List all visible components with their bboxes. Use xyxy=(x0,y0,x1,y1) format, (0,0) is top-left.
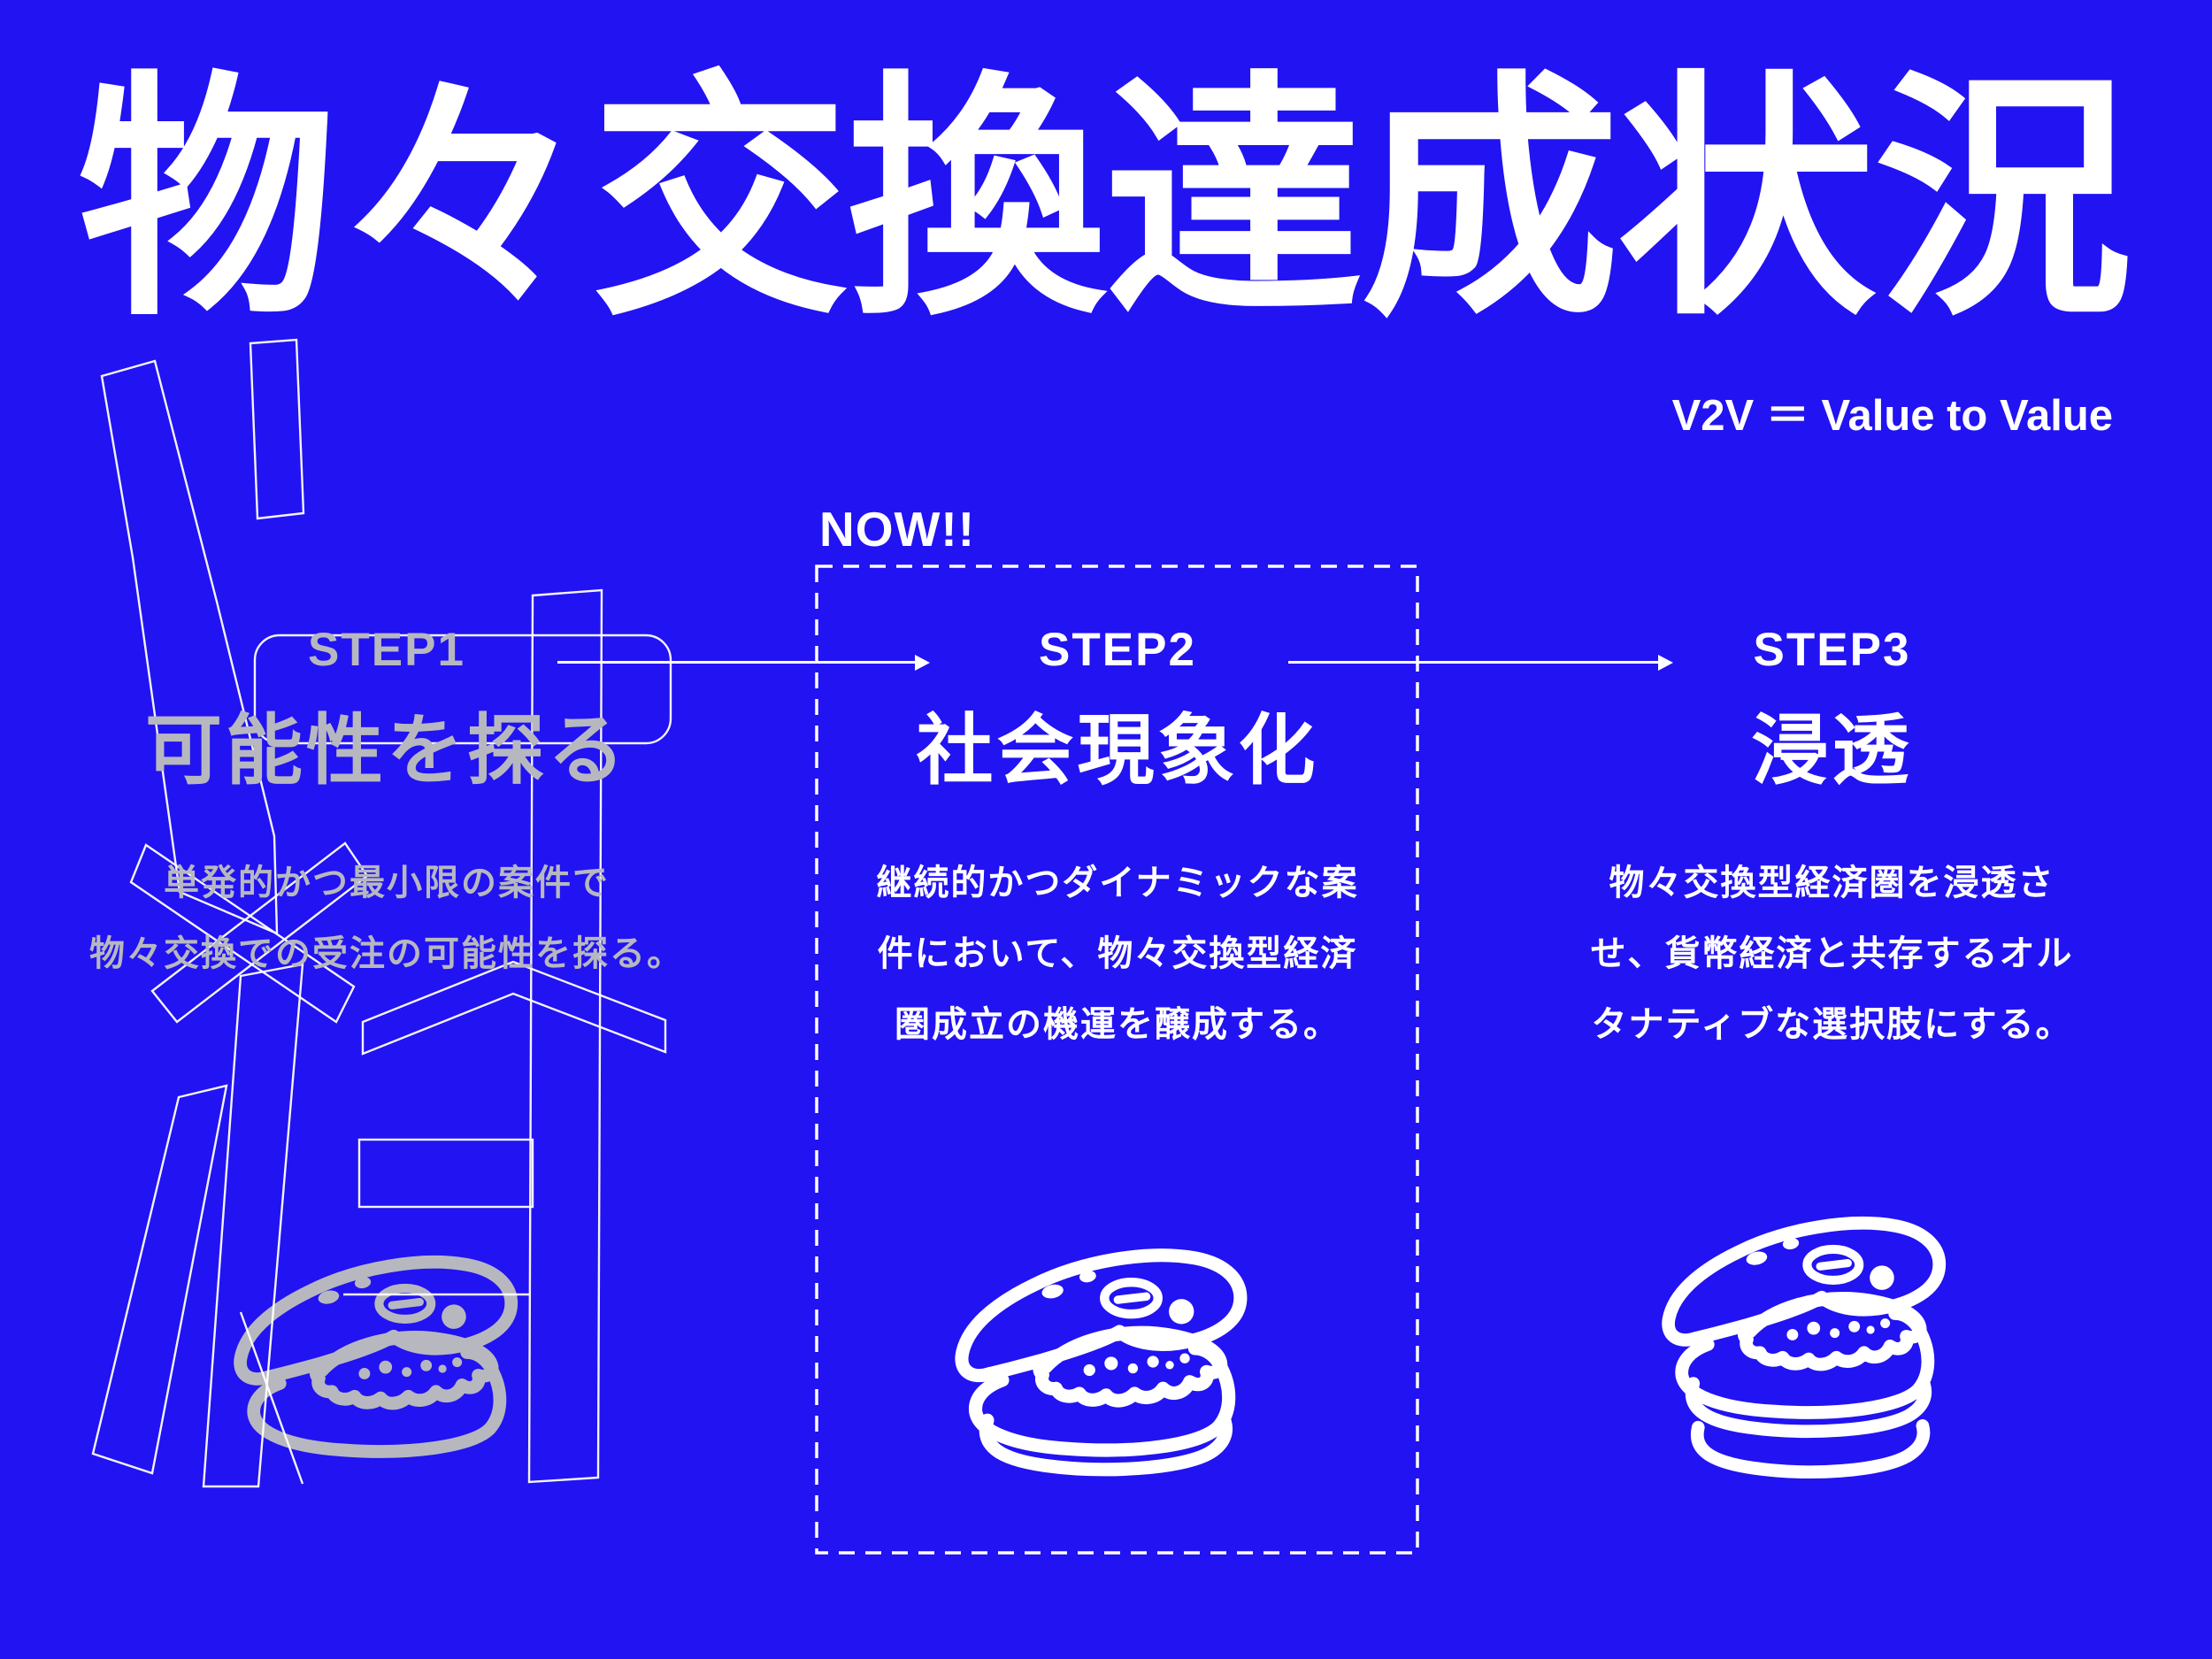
text-line: 単発的かつ最小限の案件で xyxy=(164,864,610,902)
step1-title: 可能性を探る xyxy=(145,708,628,794)
dorayaki-icon-step1 xyxy=(234,1256,518,1458)
bun-top xyxy=(234,1256,518,1386)
subtitle-v2v: V2V ＝ Value to Value xyxy=(1671,392,2113,440)
outline-stroke xyxy=(100,359,279,935)
outline-stroke xyxy=(91,1084,228,1475)
outline-stroke xyxy=(253,634,672,745)
dorayaki-icon-step2 xyxy=(955,1248,1248,1477)
outline-stroke xyxy=(357,1138,534,1209)
background-outline-graphic xyxy=(91,338,672,1488)
flow-arrow-step2-to-step3 xyxy=(1288,655,1673,671)
page-title: 物々交換達成状況 xyxy=(78,56,2132,344)
outline-stroke xyxy=(527,588,603,1484)
now-badge: NOW!! xyxy=(819,502,976,557)
outline-stroke xyxy=(361,960,667,1056)
step2-description: 継続的かつダイナミックな案 件において、物々交換型経済 圏成立の機運を醸成する。 xyxy=(818,848,1417,1060)
bun-top xyxy=(955,1248,1248,1383)
text-line: 物々交換型経済圏を浸透さ xyxy=(1609,864,2055,902)
text-line: せ、貨幣経済と共存するオル xyxy=(1590,934,2074,973)
text-line: 圏成立の機運を醸成する。 xyxy=(895,1005,1340,1044)
outline-stroke xyxy=(239,1311,304,1485)
text-line: 件において、物々交換型経済 xyxy=(877,934,1358,973)
bun-top xyxy=(1662,1217,1947,1347)
step2-label: STEP2 xyxy=(1039,624,1196,676)
outline-stroke xyxy=(202,963,304,1488)
step1-description: 単発的かつ最小限の案件で 物々交換での受注の可能性を探る。 xyxy=(77,848,696,989)
step3-title: 浸透 xyxy=(1751,708,1913,794)
outline-stroke xyxy=(150,841,369,1024)
text-line: 継続的かつダイナミックな案 xyxy=(876,864,1359,902)
step3-label: STEP3 xyxy=(1753,624,1911,676)
text-line: 物々交換での受注の可能性を探る。 xyxy=(89,934,684,973)
step3-description: 物々交換型経済圏を浸透さ せ、貨幣経済と共存するオル タナティブな選択肢にする。 xyxy=(1547,848,2117,1060)
text-line: タナティブな選択肢にする。 xyxy=(1591,1005,2073,1044)
outline-stroke xyxy=(249,338,305,520)
dorayaki-icon-step3 xyxy=(1662,1217,1947,1479)
step1-label: STEP1 xyxy=(308,624,465,676)
step2-title: 社会現象化 xyxy=(916,708,1319,794)
flow-arrow-step1-to-step2 xyxy=(557,655,930,671)
current-step-highlight-box xyxy=(815,565,1419,1555)
